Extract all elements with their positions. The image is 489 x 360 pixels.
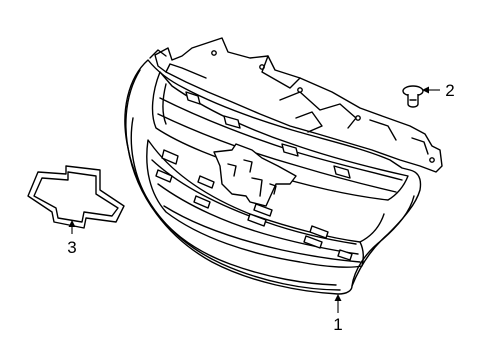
callout-1-leader [334, 294, 342, 313]
callout-1-label: 1 [333, 315, 342, 334]
upper-mounting-bracket [149, 37, 443, 173]
callout-2-label: 2 [445, 81, 454, 100]
callout-3-leader [68, 220, 76, 234]
lower-grille-opening [146, 139, 385, 268]
bowtie-emblem [27, 165, 125, 229]
retainer-clip [402, 85, 424, 108]
callout-2-leader [422, 86, 440, 94]
upper-grille-opening [151, 71, 409, 201]
callout-3-label: 3 [67, 238, 76, 257]
grille-emblem-mount [213, 143, 297, 207]
